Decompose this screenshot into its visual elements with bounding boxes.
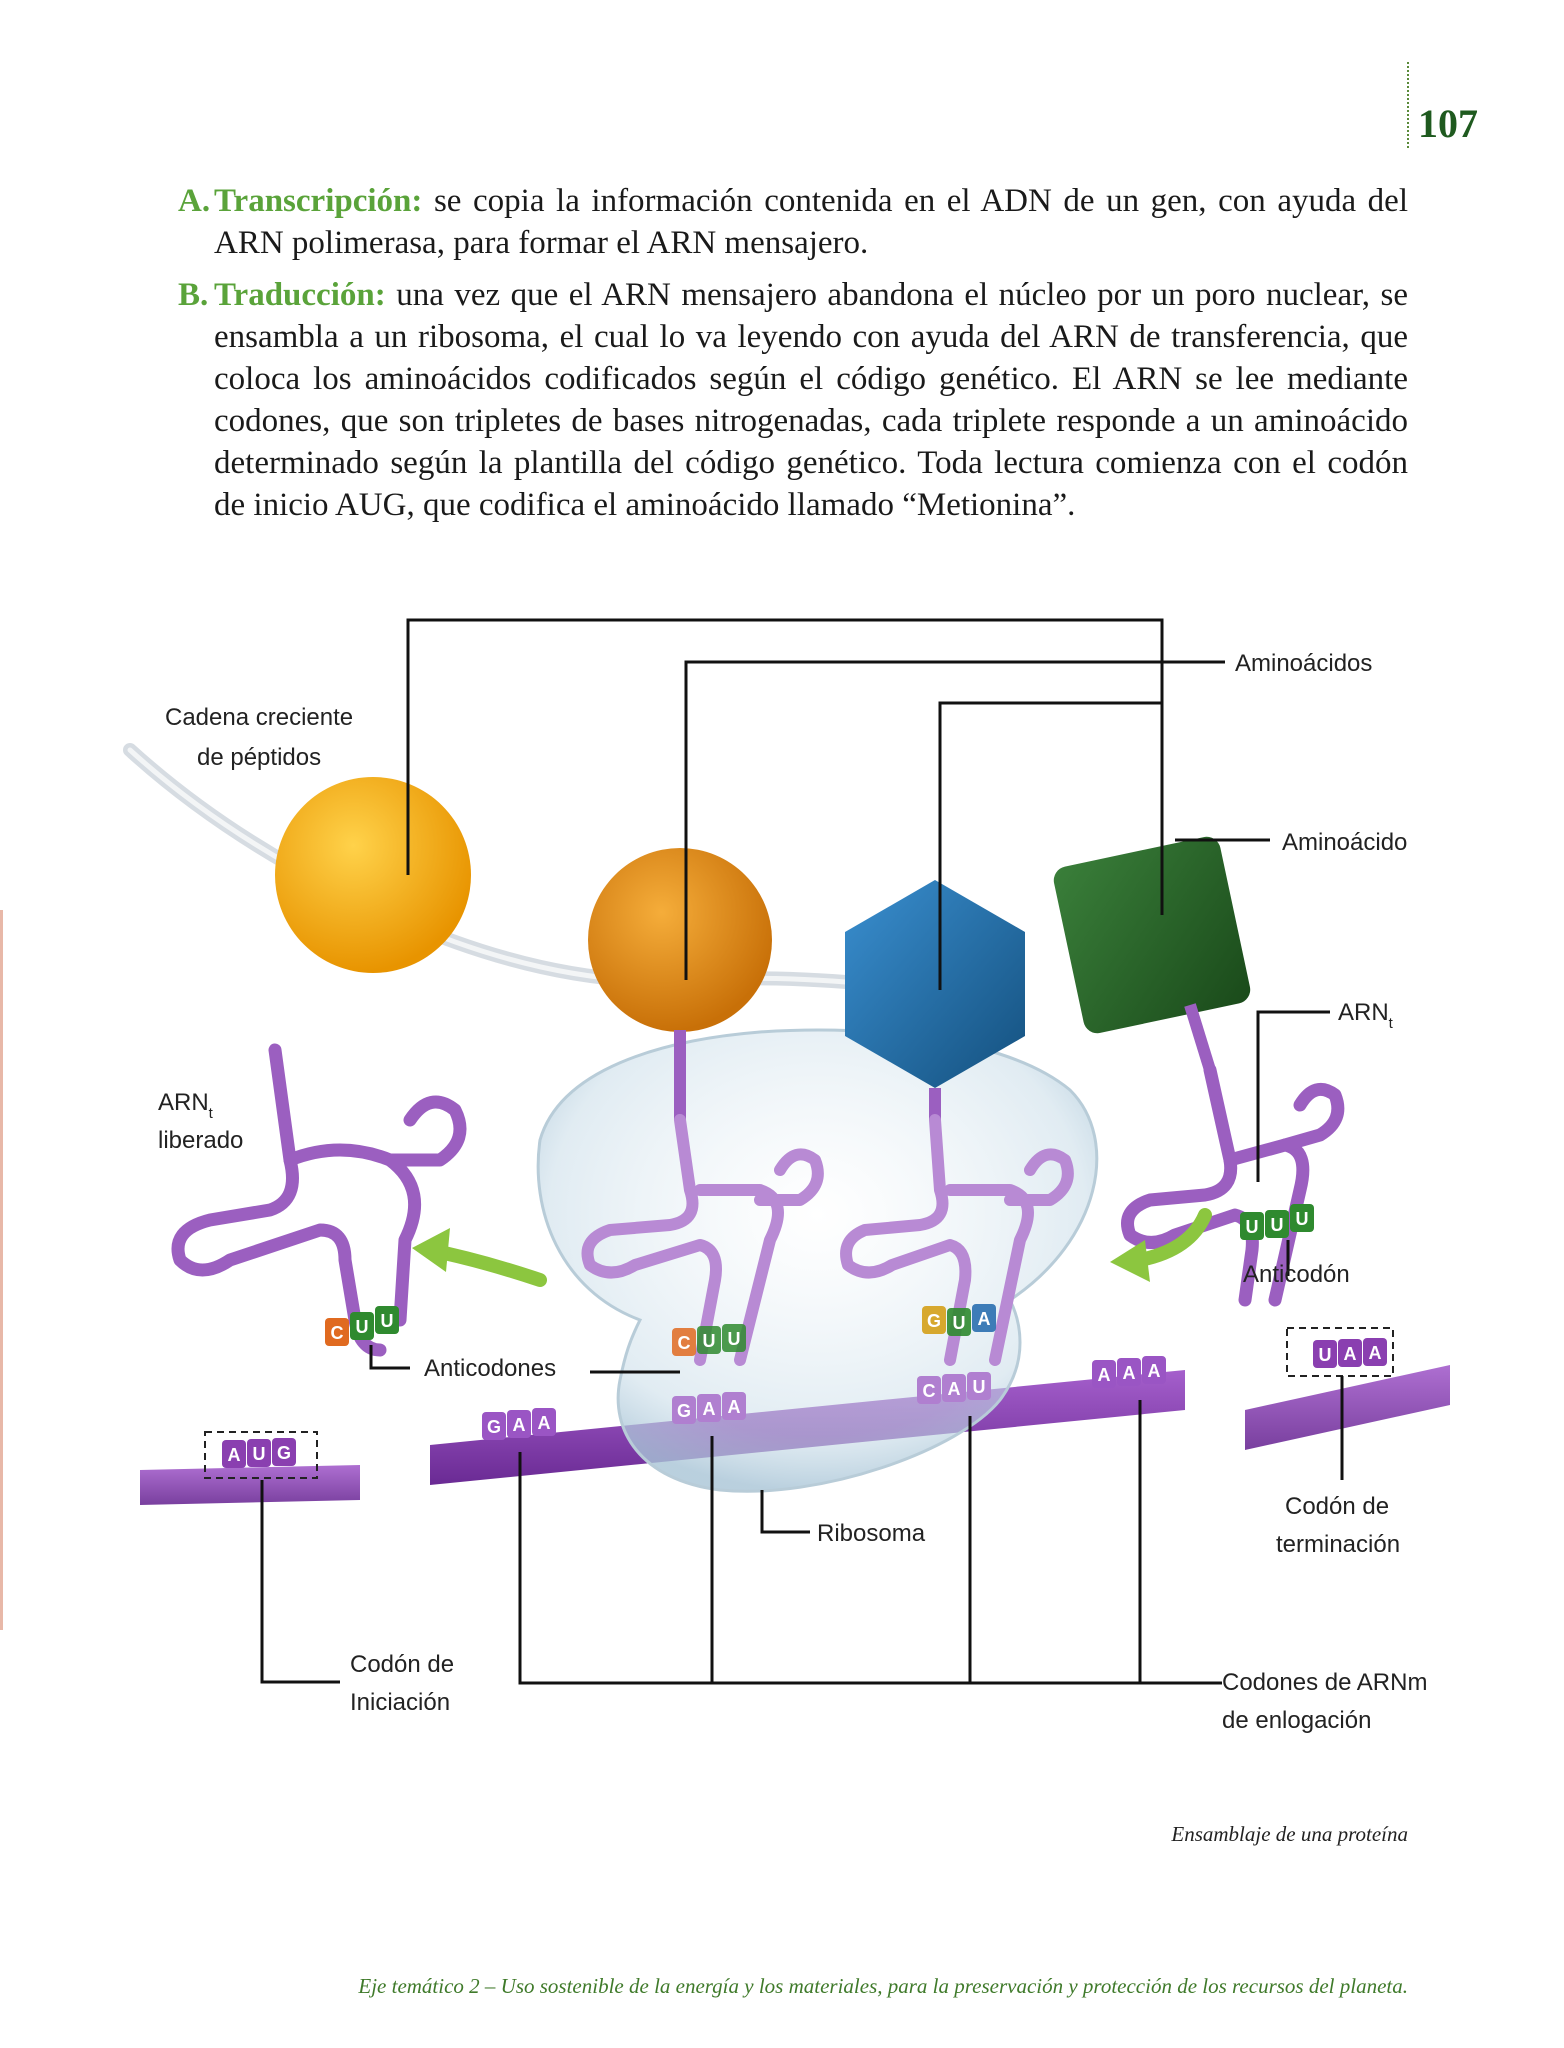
base-letter: A — [948, 1379, 961, 1399]
release-arrow-head — [412, 1228, 450, 1272]
base-letter: U — [1296, 1209, 1309, 1229]
label-stop-codon: terminación — [1276, 1531, 1400, 1558]
base-letter: U — [728, 1329, 741, 1349]
base-letter: A — [513, 1415, 526, 1435]
codon-2: G A A — [672, 1392, 746, 1424]
base-letter: A — [728, 1397, 741, 1417]
codon-3: C A U — [917, 1372, 991, 1404]
base-letter: A — [1148, 1361, 1161, 1381]
label-trna: ARNt — [1338, 999, 1394, 1032]
base-letter: A — [228, 1445, 241, 1465]
label-elongation-codons: Codones de ARNm — [1222, 1669, 1427, 1696]
body-text: A.Transcripción: se copia la información… — [178, 180, 1408, 536]
base-letter: A — [1369, 1343, 1382, 1363]
label-start-codon: Codón de — [350, 1651, 454, 1678]
trna-released — [171, 1043, 467, 1357]
paragraph-transcription: A.Transcripción: se copia la información… — [178, 180, 1408, 264]
base-letter: G — [487, 1417, 501, 1437]
mrna-strand-left — [140, 1465, 360, 1505]
label-ribosome: Ribosoma — [817, 1520, 926, 1547]
start-codon: A U G — [204, 1431, 318, 1479]
codon-4: A A A — [1092, 1356, 1166, 1388]
trna-in-ribosome-1 — [581, 1114, 824, 1366]
label-trna-released: ARNt — [158, 1089, 214, 1122]
base-letter: U — [381, 1311, 394, 1331]
base-letter: C — [923, 1381, 936, 1401]
anticodon-right: U U U — [1240, 1204, 1314, 1240]
base-letter: U — [973, 1377, 986, 1397]
page-edge-mark — [0, 910, 3, 1630]
label-anticodon: Anticodón — [1243, 1261, 1350, 1288]
figure-caption: Ensamblaje de una proteína — [1171, 1822, 1408, 1846]
base-letter: A — [1098, 1365, 1111, 1385]
paragraph-translation: B.Traducción: una vez que el ARN mensaje… — [178, 274, 1408, 526]
paragraph-text: una vez que el ARN mensajero abandona el… — [214, 277, 1408, 523]
base-letter: U — [1319, 1345, 1332, 1365]
label-growing-chain: de péptidos — [197, 744, 321, 771]
amino-acid-green — [1053, 836, 1251, 1034]
stop-codon: U A A — [1286, 1327, 1394, 1377]
base-letter: G — [927, 1311, 941, 1331]
trna-in-ribosome-2 — [840, 1114, 1074, 1366]
leader-lines — [260, 618, 1344, 1685]
base-letter: G — [677, 1401, 691, 1421]
label-elongation-codons: de enlogación — [1222, 1707, 1371, 1734]
base-letter: C — [678, 1333, 691, 1353]
amino-acid-yellow — [275, 777, 471, 973]
base-letter: U — [356, 1317, 369, 1337]
base-letter: U — [1246, 1217, 1259, 1237]
base-letter: A — [1344, 1344, 1357, 1364]
page-number: 107 — [1418, 101, 1478, 146]
label-trna-text: ARN — [158, 1089, 209, 1116]
base-letter: U — [1271, 1215, 1284, 1235]
base-letter: A — [978, 1309, 991, 1329]
mrna-strand-right — [1245, 1365, 1450, 1450]
base-letter: A — [703, 1399, 716, 1419]
base-letter: U — [253, 1444, 266, 1464]
paragraph-term: Traducción: — [214, 277, 386, 313]
paragraph-text: se copia la información contenida en el … — [214, 183, 1408, 261]
label-start-codon: Iniciación — [350, 1689, 450, 1716]
entry-arrow-head — [1110, 1240, 1150, 1282]
paragraph-letter: B. — [178, 277, 209, 313]
label-stop-codon: Codón de — [1285, 1493, 1389, 1520]
page-number-rule — [1407, 62, 1409, 148]
label-trna-released: liberado — [158, 1127, 243, 1154]
base-letter: C — [331, 1323, 344, 1343]
label-trna-sub: t — [1389, 1015, 1394, 1032]
base-letter: U — [703, 1331, 716, 1351]
label-trna-text: ARN — [1338, 999, 1389, 1026]
base-letter: U — [953, 1313, 966, 1333]
entry-arrow — [1133, 1208, 1212, 1267]
label-growing-chain: Cadena creciente — [165, 704, 353, 731]
protein-assembly-diagram: C U U C U U G U A U U U A U G — [123, 618, 1450, 1734]
base-letter: G — [277, 1443, 291, 1463]
label-trna-sub: t — [209, 1105, 214, 1122]
paragraph-term: Transcripción: — [214, 183, 423, 219]
label-amino-acids: Aminoácidos — [1235, 650, 1372, 677]
amino-acid-blue — [845, 880, 1025, 1088]
label-amino-acid: Aminoácido — [1282, 829, 1407, 856]
anticodon-1: C U U — [672, 1324, 746, 1356]
base-letter: A — [538, 1413, 551, 1433]
codon-1: G A A — [482, 1408, 556, 1440]
page-footer: Eje temático 2 – Uso sostenible de la en… — [358, 1974, 1408, 1998]
amino-acid-orange — [588, 848, 772, 1032]
anticodon-2: G U A — [922, 1304, 996, 1336]
label-anticodons: Anticodones — [424, 1355, 556, 1382]
paragraph-letter: A. — [178, 183, 211, 219]
released-anticodon: C U U — [325, 1306, 399, 1346]
base-letter: A — [1123, 1363, 1136, 1383]
